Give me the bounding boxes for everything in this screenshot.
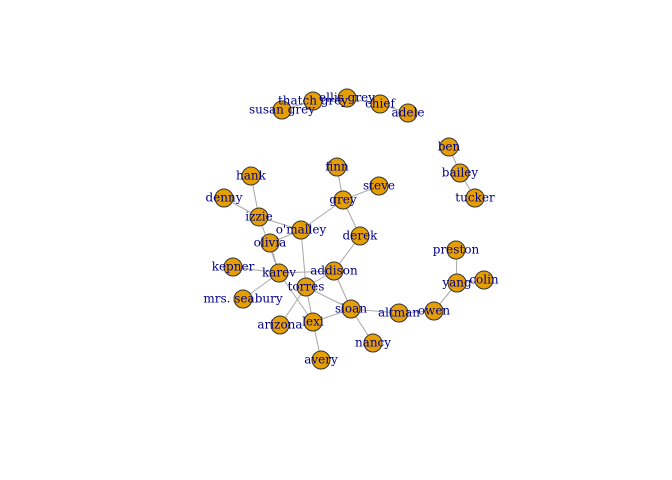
node-label-ellis-grey: ellis grey — [319, 91, 375, 105]
node-arizona — [270, 315, 290, 335]
node-label-altman: altman — [378, 306, 420, 320]
node-olivia — [260, 233, 280, 253]
node-label-denny: denny — [205, 191, 242, 205]
node-label-yang: yang — [441, 276, 472, 290]
node-label-olivia: olivia — [254, 236, 287, 250]
node-hank — [241, 166, 261, 186]
node-label-kepner: kepner — [212, 260, 255, 274]
node-label-o-malley: o'malley — [276, 223, 327, 237]
node-label-owen: owen — [418, 304, 451, 318]
node-izzie — [249, 207, 269, 227]
node-denny — [214, 188, 234, 208]
node-label-colin: colin — [469, 273, 499, 287]
node-addison — [324, 261, 344, 281]
node-label-susan-grey: susan grey — [249, 103, 315, 117]
node-kepner — [223, 257, 243, 277]
node-ben — [439, 137, 459, 157]
node-label-thatch-grey: thatch grey — [278, 94, 348, 108]
node-altman — [389, 303, 409, 323]
node-avery — [311, 350, 331, 370]
node-nancy — [363, 333, 383, 353]
node-label-chief: chief — [365, 97, 396, 111]
node-o-malley — [291, 220, 311, 240]
node-susan-grey — [272, 100, 292, 120]
node-label-mrs-seabury: mrs. seabury — [203, 292, 282, 306]
node-label-torres: torres — [288, 280, 325, 294]
node-torres — [296, 277, 316, 297]
node-adele — [398, 103, 418, 123]
node-label-nancy: nancy — [355, 336, 391, 350]
node-owen — [424, 301, 444, 321]
node-colin — [474, 270, 494, 290]
node-tucker — [465, 188, 485, 208]
node-label-derek: derek — [343, 229, 379, 243]
node-label-lexi: lexi — [302, 315, 324, 329]
edge-o-malley-torres — [300, 229, 307, 288]
node-label-finn: finn — [325, 160, 349, 174]
node-bailey — [450, 163, 470, 183]
node-ellis-grey — [337, 88, 357, 108]
node-finn — [327, 157, 347, 177]
node-chief — [370, 94, 390, 114]
node-label-hank: hank — [236, 169, 267, 183]
node-label-arizona: arizona — [257, 318, 302, 332]
node-label-avery: avery — [304, 353, 338, 367]
node-label-sloan: sloan — [335, 302, 367, 316]
node-label-karev: karev — [262, 266, 296, 280]
node-thatch-grey — [303, 91, 323, 111]
node-label-tucker: tucker — [455, 191, 495, 205]
node-sloan — [341, 299, 361, 319]
node-label-addison: addison — [310, 264, 358, 278]
node-grey — [333, 190, 353, 210]
node-label-grey: grey — [329, 193, 357, 207]
node-mrs-seabury — [233, 289, 253, 309]
node-preston — [446, 240, 466, 260]
node-label-preston: preston — [433, 243, 480, 257]
node-label-adele: adele — [392, 106, 425, 120]
node-label-izzie: izzie — [245, 210, 272, 224]
node-karev — [269, 263, 289, 283]
node-derek — [350, 226, 370, 246]
node-label-steve: steve — [363, 179, 395, 193]
node-label-ben: ben — [438, 140, 461, 154]
node-lexi — [303, 312, 323, 332]
node-label-bailey: bailey — [442, 166, 479, 180]
edge-karev-lexi — [278, 272, 314, 323]
node-layer — [214, 88, 494, 370]
node-yang — [447, 273, 467, 293]
node-steve — [369, 176, 389, 196]
